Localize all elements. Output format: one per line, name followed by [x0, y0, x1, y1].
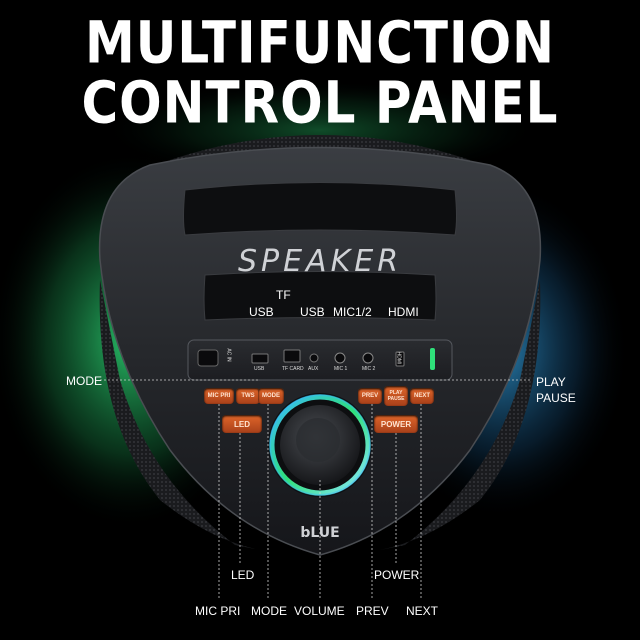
led-button[interactable]: LED: [222, 415, 262, 433]
volume-knob[interactable]: [280, 405, 360, 485]
label-usb-1: USB: [249, 305, 274, 319]
panel-label-mic1: MIC 1: [334, 366, 348, 372]
panel-label-hdmi: HDMI: [395, 351, 402, 365]
panel-label-mic2: MIC 2: [362, 366, 376, 372]
panel-label-usb: USB: [254, 366, 265, 372]
label-mode-side: MODE: [66, 374, 102, 388]
brand-text: SPEAKER: [237, 244, 403, 279]
label-hdmi: HDMI: [388, 305, 419, 319]
label-next: NEXT: [406, 604, 439, 618]
mode-button[interactable]: MODE: [258, 388, 284, 404]
label-mode-bottom: MODE: [251, 604, 287, 618]
headline-line-1: MULTIFUNCTION: [84, 9, 555, 77]
logo-text: bLUE: [300, 525, 340, 541]
label-volume: VOLUME: [294, 604, 345, 618]
tws-button[interactable]: TWS: [236, 388, 260, 404]
label-mic-pri: MIC PRI: [195, 604, 241, 618]
label-power: POWER: [374, 568, 420, 582]
label-tf: TF: [276, 288, 291, 302]
play-pause-button[interactable]: PLAY PAUSE: [384, 386, 408, 406]
power-button[interactable]: POWER: [374, 415, 418, 433]
label-usb-2: USB: [300, 305, 325, 319]
prev-button[interactable]: PREV: [358, 388, 382, 404]
panel-label-tf-card: TF CARD: [282, 366, 304, 372]
label-led: LED: [231, 568, 255, 582]
label-play-pause-side: PLAY PAUSE: [536, 375, 576, 405]
mic-pri-button[interactable]: MIC PRI: [204, 388, 234, 404]
next-button[interactable]: NEXT: [410, 388, 434, 404]
panel-label-ac: AC IN: [225, 348, 232, 362]
label-mic: MIC1/2: [333, 305, 372, 319]
headline-line-2: CONTROL PANEL: [81, 69, 559, 137]
label-prev: PREV: [356, 604, 389, 618]
panel-label-aux: AUX: [308, 366, 319, 372]
